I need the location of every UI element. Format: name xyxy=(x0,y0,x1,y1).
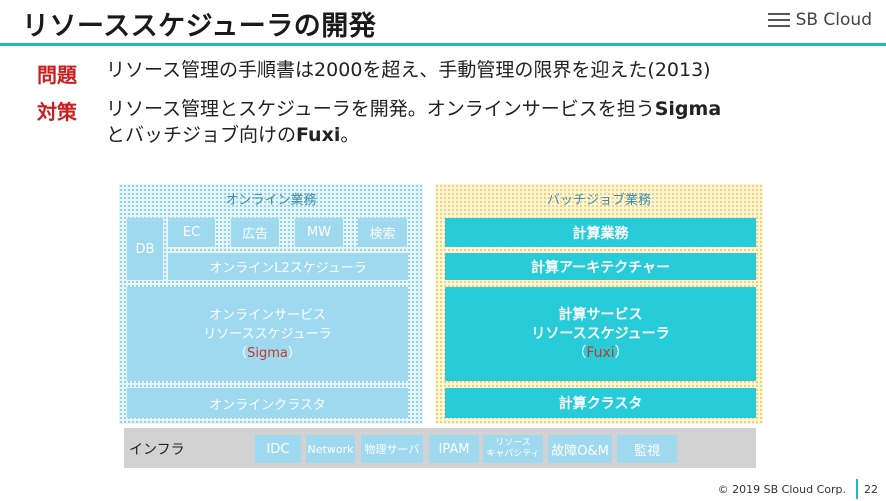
online-service-name-row: （Sigma） xyxy=(234,344,301,363)
page-number: 22 xyxy=(864,483,878,496)
measure-text: リソース管理とスケジューラを開発。オンラインサービスを担うSigma とバッチジ… xyxy=(106,96,721,148)
infra-physical-server: 物理サーバ xyxy=(361,435,423,463)
compute-architecture-box: 計算アーキテクチャー xyxy=(445,253,756,280)
paren-open: （ xyxy=(572,344,587,361)
ec-box: EC xyxy=(168,218,215,247)
fuxi-name: Fuxi xyxy=(586,344,615,361)
paren-open: （ xyxy=(234,345,248,361)
infra-idc: IDC xyxy=(255,435,301,463)
sigma-name: Sigma xyxy=(247,345,288,361)
measure-line2-text: とバッチジョブ向けの xyxy=(106,124,297,146)
problem-label: 問題 xyxy=(37,63,77,87)
compute-service-scheduler-box: 計算サービス リソーススケジューラ （Fuxi） xyxy=(445,287,756,381)
online-service-line2: リソーススケジューラ xyxy=(203,326,332,342)
infra-resource-line2: キャパシティ xyxy=(486,449,540,459)
infra-network: Network xyxy=(306,435,355,463)
infra-resource-line1: リソース xyxy=(495,438,531,448)
copyright: © 2019 SB Cloud Corp. xyxy=(717,483,846,496)
paren-close: ） xyxy=(614,344,629,361)
compute-business-box: 計算業務 xyxy=(445,218,756,247)
measure-label: 対策 xyxy=(37,100,77,124)
infra-failure-om: 故障O&M xyxy=(548,435,612,463)
page-number-bar xyxy=(856,479,858,499)
online-service-scheduler-box: オンラインサービス リソーススケジューラ （Sigma） xyxy=(127,287,408,381)
db-box: DB xyxy=(127,218,163,280)
compute-service-name-row: （Fuxi） xyxy=(572,344,628,363)
logo-text: SB Cloud xyxy=(795,10,872,30)
ads-box: 広告 xyxy=(231,218,279,247)
sb-logo-icon xyxy=(767,13,790,27)
infra-monitoring: 監視 xyxy=(617,435,677,463)
online-panel-label: オンライン業務 xyxy=(225,193,317,208)
compute-service-line1: 計算サービス xyxy=(558,306,643,323)
online-l2-scheduler-box: オンラインL2スケジューラ xyxy=(168,253,408,280)
compute-service-line2: リソーススケジューラ xyxy=(531,325,670,342)
compute-cluster-box: 計算クラスタ xyxy=(445,388,756,418)
measure-line2-end: 。 xyxy=(340,124,360,146)
sigma-emphasis: Sigma xyxy=(654,98,722,120)
fuxi-emphasis: Fuxi xyxy=(296,124,341,146)
problem-text: リソース管理の手順書は2000を超え、手動管理の限界を迎えた(2013) xyxy=(106,59,711,81)
logo: SB Cloud xyxy=(767,10,872,30)
infra-resource-capacity: リソース キャパシティ xyxy=(483,435,543,463)
page-title: リソーススケジューラの開発 xyxy=(22,11,377,42)
search-box: 検索 xyxy=(358,218,407,247)
title-underline xyxy=(0,43,886,46)
paren-close: ） xyxy=(287,345,301,361)
mw-box: MW xyxy=(295,218,343,247)
online-cluster-box: オンラインクラスタ xyxy=(127,388,408,418)
online-service-line1: オンラインサービス xyxy=(208,307,326,323)
measure-line1-text: リソース管理とスケジューラを開発。オンラインサービスを担う xyxy=(106,98,655,120)
infra-label: インフラ xyxy=(129,442,185,458)
batch-panel-label: バッチジョブ業務 xyxy=(546,193,651,208)
infra-ipam: IPAM xyxy=(429,435,479,463)
